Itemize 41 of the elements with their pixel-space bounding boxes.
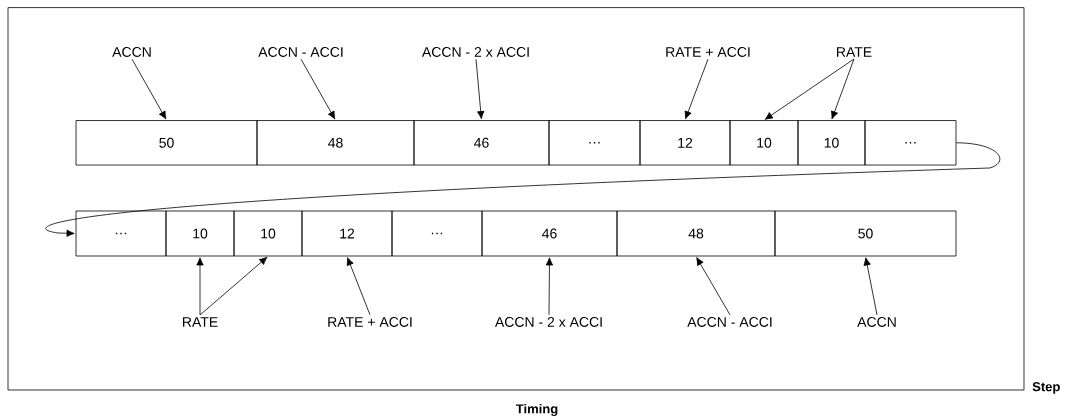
- arrow: [199, 256, 268, 316]
- value-cell: 46: [413, 120, 550, 166]
- value-cell: 48: [256, 120, 415, 166]
- variable-label: RATE + ACCI: [328, 317, 412, 327]
- axis-label: Step: [1032, 382, 1060, 394]
- value-cell: 12: [301, 210, 393, 257]
- arrow: [764, 58, 855, 120]
- axis-label: Timing: [515, 403, 558, 417]
- value-cell: 10: [729, 120, 799, 166]
- variable-label: RATE: [183, 317, 218, 327]
- variable-label: RATE: [837, 47, 872, 57]
- value-cell: 46: [481, 210, 618, 257]
- arrow: [346, 257, 371, 316]
- curved-arrow: [45, 142, 1001, 237]
- variable-label: ACCN: [112, 47, 151, 57]
- arrow: [196, 257, 204, 316]
- arrow: [300, 58, 336, 120]
- value-cell: …: [391, 210, 483, 257]
- value-cell: 48: [616, 210, 776, 257]
- value-cell: 50: [774, 210, 957, 257]
- variable-label: ACCN: [857, 317, 896, 327]
- arrow: [545, 257, 554, 316]
- arrow: [131, 58, 167, 120]
- variable-label: ACCN - 2 x ACCI: [422, 47, 529, 57]
- variable-label: RATE + ACCI: [666, 47, 750, 57]
- arrow: [831, 58, 855, 120]
- value-cell: 12: [639, 120, 731, 166]
- arrow: [863, 257, 878, 316]
- value-cell: 10: [797, 120, 866, 166]
- value-cell: 50: [75, 120, 258, 166]
- variable-label: ACCN - ACCI: [687, 317, 772, 327]
- arrow: [696, 257, 731, 316]
- value-cell: …: [548, 120, 641, 166]
- arrow: [684, 58, 709, 120]
- variable-label: ACCN - 2 x ACCI: [495, 317, 602, 327]
- value-cell: …: [864, 120, 957, 166]
- value-cell: 10: [165, 210, 235, 257]
- value-cell: 10: [233, 210, 303, 257]
- variable-label: ACCN - ACCI: [258, 47, 343, 57]
- value-cell: …: [75, 210, 167, 257]
- arrow: [475, 58, 485, 120]
